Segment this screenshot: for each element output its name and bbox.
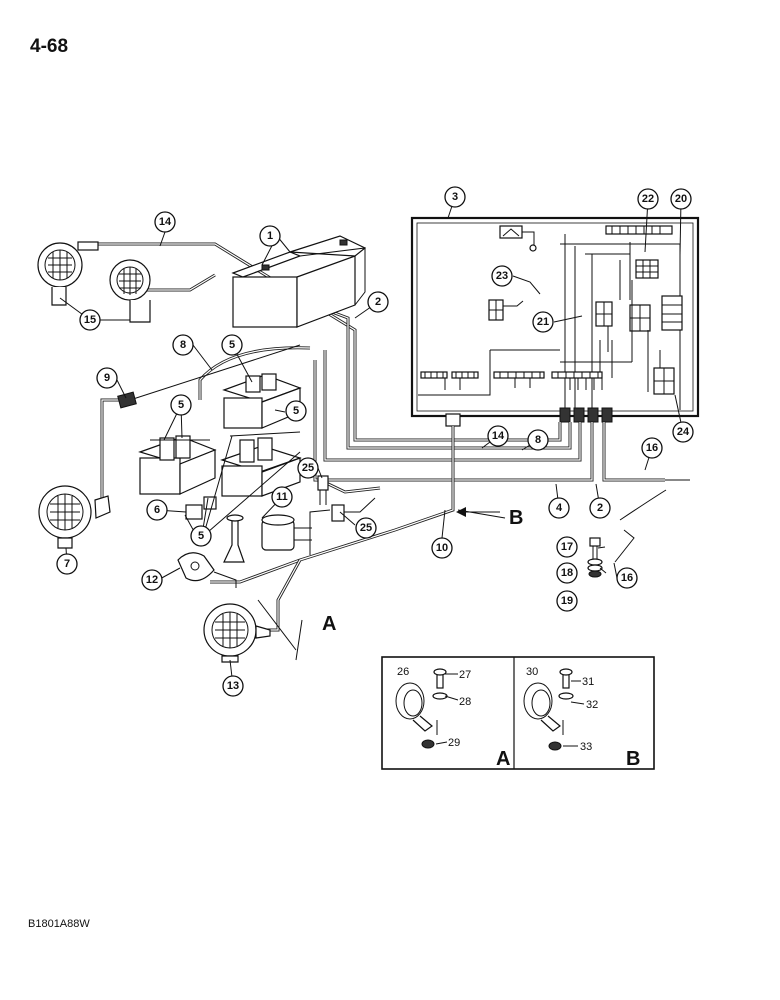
hardware-stack [587,529,635,578]
view-arrow-a: A [322,613,336,635]
svg-text:25: 25 [360,522,372,534]
callout-16: 16 [616,567,638,589]
callout-17: 17 [556,536,578,558]
detail-insets: 26 27 28 29 A 30 31 32 33 B [381,656,655,770]
callout-23: 23 [491,265,513,287]
svg-text:16: 16 [646,442,658,454]
svg-text:12: 12 [146,574,158,586]
svg-text:9: 9 [104,372,110,384]
callout-5: 5 [285,400,307,422]
svg-text:8: 8 [535,434,541,446]
callout-9: 9 [96,367,118,389]
callout-14: 14 [487,425,509,447]
figure-code: B1801A88W [28,918,90,930]
callout-2: 2 [367,291,389,313]
horns-and-valves [177,475,376,588]
svg-text:32: 32 [586,699,598,711]
svg-text:29: 29 [448,737,460,749]
svg-text:15: 15 [84,314,96,326]
svg-text:8: 8 [180,339,186,351]
svg-text:1: 1 [267,230,273,242]
svg-text:2: 2 [375,296,381,308]
svg-text:B: B [626,748,640,770]
svg-text:23: 23 [496,270,508,282]
callout-25: 25 [297,457,319,479]
electrical-panel-box [410,216,700,427]
svg-text:24: 24 [677,426,690,438]
view-arrow-b: B [456,507,523,529]
svg-text:30: 30 [526,666,538,678]
callout-14: 14 [154,211,176,233]
svg-text:19: 19 [561,595,573,607]
svg-text:31: 31 [582,676,594,688]
svg-text:16: 16 [621,572,633,584]
callout-4: 4 [548,497,570,519]
callout-24: 24 [672,421,694,443]
svg-text:B: B [509,507,523,529]
callout-1: 1 [259,225,281,247]
svg-text:11: 11 [276,491,288,503]
callout-19: 19 [556,590,578,612]
svg-text:14: 14 [492,430,505,442]
callout-8: 8 [172,334,194,356]
svg-text:5: 5 [178,399,184,411]
svg-text:18: 18 [561,567,573,579]
svg-text:26: 26 [397,666,409,678]
svg-text:5: 5 [229,339,235,351]
svg-text:5: 5 [293,405,299,417]
callout-3: 3 [444,186,466,208]
page-number: 4-68 [30,36,69,57]
callout-25: 25 [355,517,377,539]
svg-text:17: 17 [561,541,573,553]
svg-text:6: 6 [154,504,160,516]
svg-text:14: 14 [159,216,172,228]
callout-10: 10 [431,537,453,559]
svg-text:28: 28 [459,696,471,708]
callout-18: 18 [556,562,578,584]
callout-13: 13 [222,675,244,697]
callout-7: 7 [56,553,78,575]
callout-5: 5 [221,334,243,356]
svg-text:7: 7 [64,558,70,570]
callout-21: 21 [532,311,554,333]
callout-2: 2 [589,497,611,519]
callout-12: 12 [141,569,163,591]
callout-20: 20 [670,188,692,210]
svg-text:2: 2 [597,502,603,514]
svg-text:33: 33 [580,741,592,753]
callout-6: 6 [146,499,168,521]
svg-text:20: 20 [675,193,687,205]
svg-text:3: 3 [452,191,458,203]
svg-text:5: 5 [198,530,204,542]
svg-text:22: 22 [642,193,654,205]
svg-text:27: 27 [459,669,471,681]
svg-text:A: A [322,613,336,635]
svg-text:4: 4 [556,502,563,514]
callout-5: 5 [170,394,192,416]
callout-16: 16 [641,437,663,459]
svg-text:10: 10 [436,542,448,554]
svg-text:25: 25 [302,462,314,474]
callout-5: 5 [190,525,212,547]
svg-text:A: A [496,748,510,770]
relays [117,373,302,536]
svg-text:13: 13 [227,680,239,692]
svg-text:21: 21 [537,316,549,328]
callout-15: 15 [79,309,101,331]
callout-8: 8 [527,429,549,451]
lamps [37,241,271,663]
callout-22: 22 [637,188,659,210]
batteries [231,235,367,328]
callout-11: 11 [271,486,293,508]
